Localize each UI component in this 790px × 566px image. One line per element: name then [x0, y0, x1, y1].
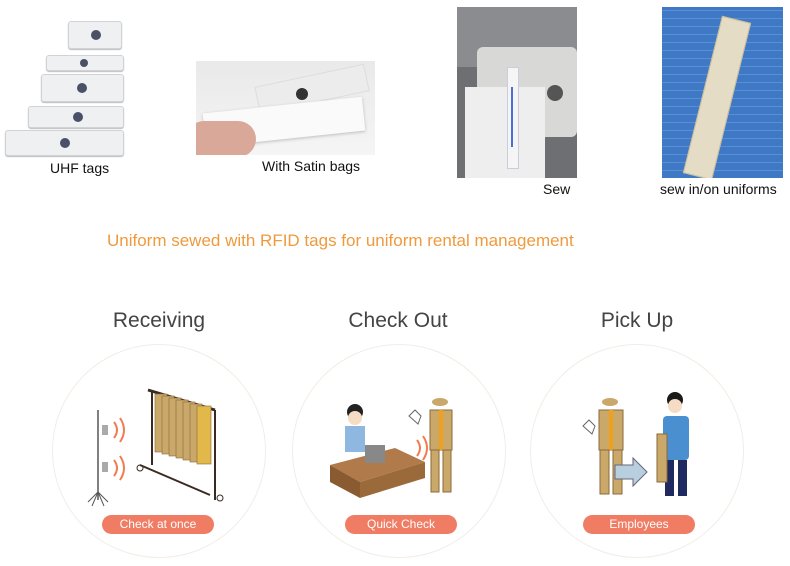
- step-title-receiving: Receiving: [112, 309, 206, 332]
- employees-badge: Employees: [583, 515, 695, 534]
- sew-caption: Sew: [543, 181, 571, 197]
- clothes-rack-illustration: [87, 388, 224, 507]
- uniforms-caption: sew in/on uniforms: [660, 181, 777, 197]
- section-heading: Uniform sewed with RFID tags for uniform…: [107, 231, 574, 250]
- step-title-check-out: Check Out: [348, 309, 448, 332]
- uniform-photo: [662, 7, 783, 178]
- satin-bags-caption: With Satin bags: [262, 158, 361, 174]
- quick-check-badge: Quick Check: [345, 515, 457, 534]
- checkout-desk-illustration: [330, 398, 453, 498]
- step-title-pick-up: Pick Up: [600, 309, 674, 332]
- sewing-machine-photo: [457, 7, 577, 178]
- check-at-once-badge: Check at once: [102, 515, 214, 534]
- uhf-tags-photo: [4, 18, 126, 158]
- uhf-tags-caption: UHF tags: [50, 160, 110, 176]
- satin-bag-photo: [196, 61, 375, 155]
- employee-pickup-illustration: [582, 392, 689, 496]
